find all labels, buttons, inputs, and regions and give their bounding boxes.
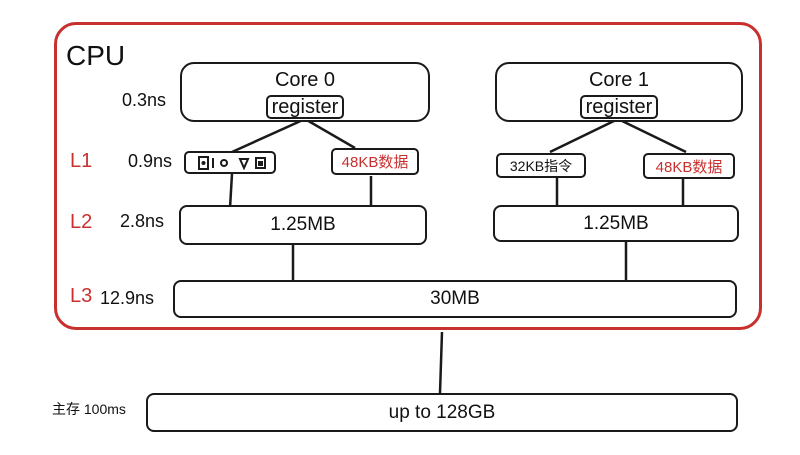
line-core0-l1d — [304, 117, 356, 150]
memory-label: up to 128GB — [388, 401, 496, 423]
latency-register: 0.3ns — [122, 90, 167, 110]
core0-box: Core 0 register — [180, 62, 430, 122]
latency-l1: 0.9ns — [128, 151, 173, 171]
core0-l1-data-label: 48KB数据 — [341, 154, 409, 171]
core1-box: Core 1 register — [495, 62, 743, 122]
core1-l1-instruction-label: 32KB指令 — [509, 157, 573, 174]
line-core1-l1d — [617, 117, 687, 154]
line-core0-l1i — [231, 117, 306, 154]
line-core1-l1i — [549, 117, 619, 154]
core0-l1-instruction-box — [184, 151, 276, 174]
core0-register: register — [265, 95, 345, 119]
cpu-title: CPU — [66, 40, 126, 71]
level-l1: L1 — [70, 150, 93, 172]
core1-l2-label: 1.25MB — [583, 212, 649, 234]
core0-l1-data-box: 48KB数据 — [331, 148, 419, 175]
l3-label: 30MB — [430, 288, 480, 309]
core1-l1-instruction-box: 32KB指令 — [496, 153, 586, 178]
garbled-glyph-icon — [197, 155, 268, 170]
memory-box: up to 128GB — [146, 393, 738, 432]
l3-box: 30MB — [173, 280, 737, 318]
line-core0-l1i-l2 — [228, 173, 234, 209]
cpu-frame — [54, 22, 762, 330]
core1-l1-data-label: 48KB数据 — [655, 158, 723, 176]
core1-register: register — [579, 95, 659, 119]
core1-title: Core 1 — [588, 69, 650, 91]
line-l3-memory — [438, 331, 444, 394]
latency-memory: 主存 100ms — [52, 401, 126, 417]
core1-l2-box: 1.25MB — [493, 205, 739, 242]
level-l3: L3 — [70, 285, 93, 307]
core0-title: Core 0 — [274, 69, 336, 91]
core0-l2-box: 1.25MB — [179, 205, 427, 245]
latency-l2: 2.8ns — [120, 211, 165, 231]
latency-l3: 12.9ns — [100, 288, 155, 308]
level-l2: L2 — [70, 211, 93, 233]
core0-l2-label: 1.25MB — [270, 214, 336, 235]
core1-l1-data-box: 48KB数据 — [643, 153, 735, 179]
